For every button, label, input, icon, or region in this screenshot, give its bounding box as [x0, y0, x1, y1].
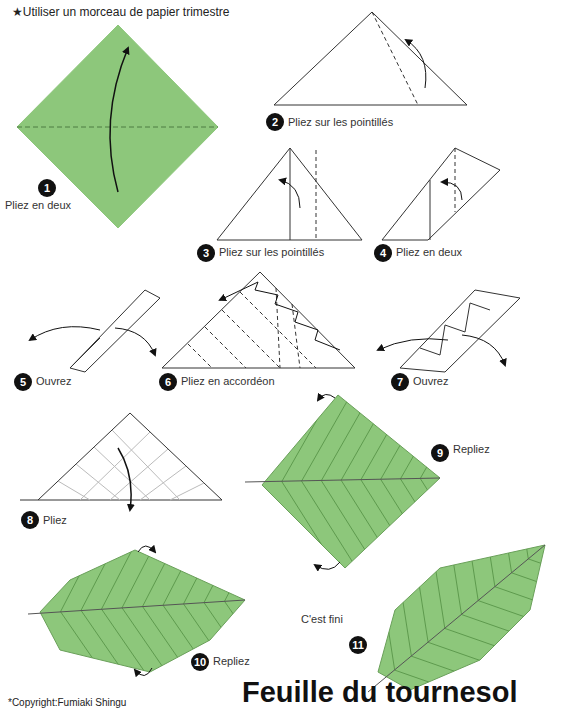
leaf-vein — [478, 601, 567, 636]
step-caption: Pliez en deux — [5, 199, 71, 211]
leaf-vein — [361, 480, 436, 598]
leaf-vein — [302, 360, 371, 482]
step-caption: Pliez sur les pointillés — [288, 116, 393, 128]
leaf-vein — [412, 539, 428, 643]
step-number: 7 — [391, 373, 409, 391]
leaf-vein — [341, 480, 416, 598]
step-caption: Ouvrez — [413, 375, 448, 387]
step-marker: 6Pliez en accordéon — [159, 373, 177, 391]
step-marker: 10Repliez — [191, 653, 209, 671]
leaf-vein — [163, 512, 211, 605]
step-marker: 4Pliez en deux — [374, 244, 392, 262]
leaf-vein — [143, 513, 191, 606]
leaf-vein — [512, 573, 567, 608]
leaf-vein — [428, 642, 527, 677]
leaf-vein — [184, 511, 232, 604]
leaf-vein — [302, 481, 377, 599]
leaf-vein — [400, 357, 469, 479]
leaf-vein — [379, 566, 395, 670]
leaf-vein — [462, 497, 478, 601]
step-caption: Pliez sur les pointillés — [219, 246, 324, 258]
step-number: 5 — [14, 373, 32, 391]
step-caption: Pliez en deux — [396, 246, 462, 258]
leaf-vein — [445, 628, 544, 663]
copyright-note: *Copyright:Fumiaki Shingu — [8, 697, 126, 708]
leaf-vein — [122, 515, 170, 608]
step-marker: 3Pliez sur les pointillés — [197, 244, 215, 262]
step-number: 10 — [191, 653, 209, 671]
step-marker: 11C'est fini — [349, 636, 367, 654]
step-marker: 7Ouvrez — [391, 373, 409, 391]
step-marker: 5Ouvrez — [14, 373, 32, 391]
step-caption: Pliez en accordéon — [181, 375, 275, 387]
step-caption: C'est fini — [301, 613, 343, 625]
leaf-vein — [282, 360, 351, 482]
leaf-vein — [495, 587, 567, 622]
leaf-vein — [102, 516, 150, 609]
leaf-vein — [321, 359, 390, 481]
leaf-vein — [61, 518, 109, 611]
leaf-vein — [445, 511, 461, 615]
leaf-vein — [496, 469, 512, 573]
leaf-vein — [204, 509, 252, 602]
step-caption: Pliez — [43, 514, 67, 526]
step-marker: 8Pliez — [21, 511, 39, 529]
step-number: 2 — [266, 113, 284, 131]
step-caption: Repliez — [213, 655, 250, 667]
step-number: 8 — [21, 511, 39, 529]
leaf-vein — [512, 455, 528, 559]
leaf-vein — [282, 482, 357, 600]
leaf-vein — [225, 601, 285, 687]
step-caption: Repliez — [453, 443, 490, 455]
leaf-vein — [321, 481, 396, 599]
leaf-vein — [462, 615, 561, 650]
leaf-vein — [341, 359, 410, 481]
leaf-vein — [395, 552, 411, 656]
step-number: 3 — [197, 244, 215, 262]
step-number: 6 — [159, 373, 177, 391]
step-number: 11 — [349, 636, 367, 654]
step-number: 9 — [431, 444, 449, 462]
leaf-vein — [429, 525, 445, 629]
leaf-vein — [528, 559, 567, 594]
step-caption: Ouvrez — [36, 375, 71, 387]
step-marker: 2Pliez sur les pointillés — [266, 113, 284, 131]
leaf-vein — [479, 483, 495, 587]
leaf-vein — [225, 508, 273, 601]
leaf-vein — [381, 358, 450, 480]
page-title: Feuille du tournesol — [242, 676, 518, 709]
step-number: 4 — [374, 244, 392, 262]
step-number: 1 — [38, 179, 56, 197]
step-marker: 1Pliez en deux — [38, 179, 56, 197]
leaf-vein — [81, 517, 129, 610]
step-marker: 9Repliez — [431, 444, 449, 462]
paper-note: ★Utiliser un morceau de papier trimestre — [12, 5, 230, 19]
